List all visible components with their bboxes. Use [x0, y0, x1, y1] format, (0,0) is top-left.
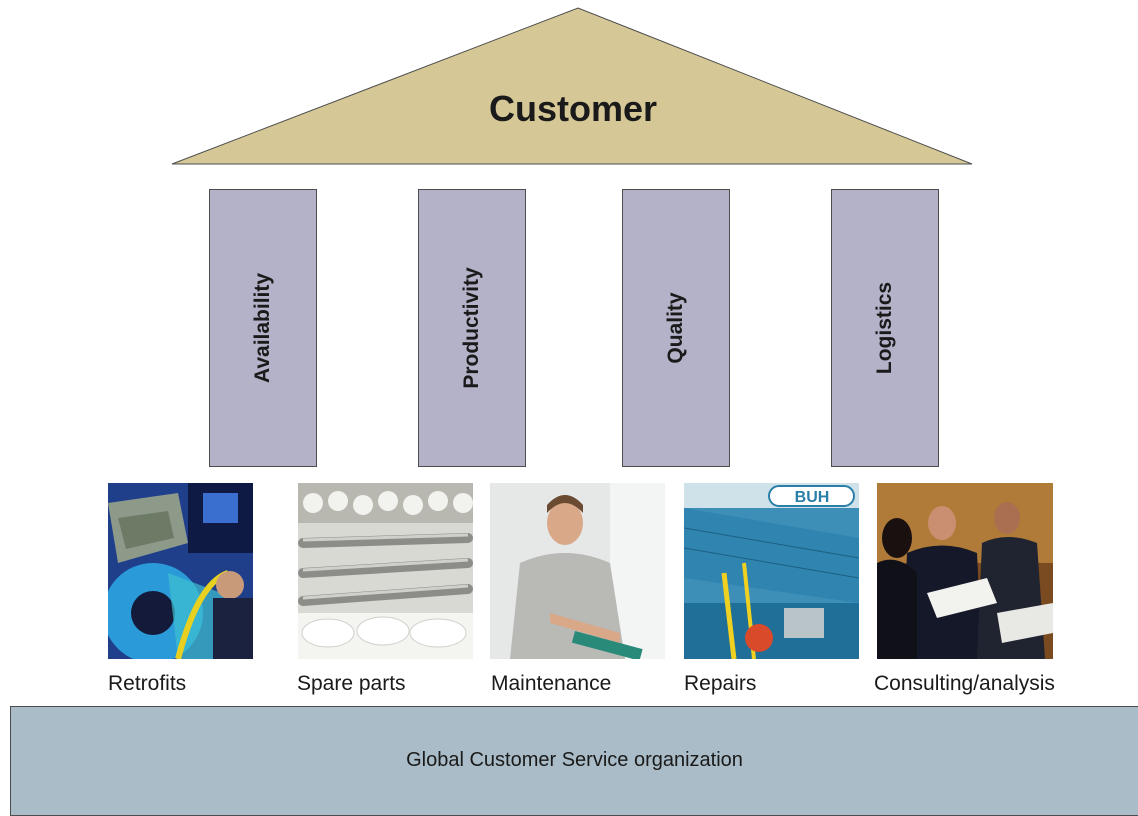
- roof: [171, 7, 973, 165]
- service-label-repairs: Repairs: [684, 672, 757, 695]
- retrofits-photo: [108, 483, 253, 659]
- service-label-maintenance: Maintenance: [491, 672, 612, 695]
- pillar-label: Productivity: [460, 267, 483, 389]
- pillar-label: Logistics: [873, 281, 896, 375]
- roof-triangle: [171, 7, 973, 165]
- service-label-spare-parts: Spare parts: [297, 672, 406, 695]
- roof-title: Customer: [488, 88, 658, 129]
- foundation: Global Customer Service organization: [10, 706, 1138, 816]
- pillar-availability: Availability: [209, 189, 317, 467]
- service-label-consulting: Consulting/analysis: [874, 672, 1055, 695]
- pillar-label: Quality: [664, 292, 687, 364]
- pillar-productivity: Productivity: [418, 189, 526, 467]
- repairs-photo-sign: BUH: [795, 489, 830, 506]
- pillar-label: Availability: [251, 272, 274, 384]
- spare-parts-photo: [298, 483, 473, 659]
- maintenance-photo: [490, 483, 665, 659]
- pillar-quality: Quality: [622, 189, 730, 467]
- pillar-logistics: Logistics: [831, 189, 939, 467]
- foundation-label: Global Customer Service organization: [406, 749, 743, 771]
- repairs-photo: BUH: [684, 483, 859, 659]
- consulting-photo: [877, 483, 1053, 659]
- service-label-retrofits: Retrofits: [108, 672, 187, 695]
